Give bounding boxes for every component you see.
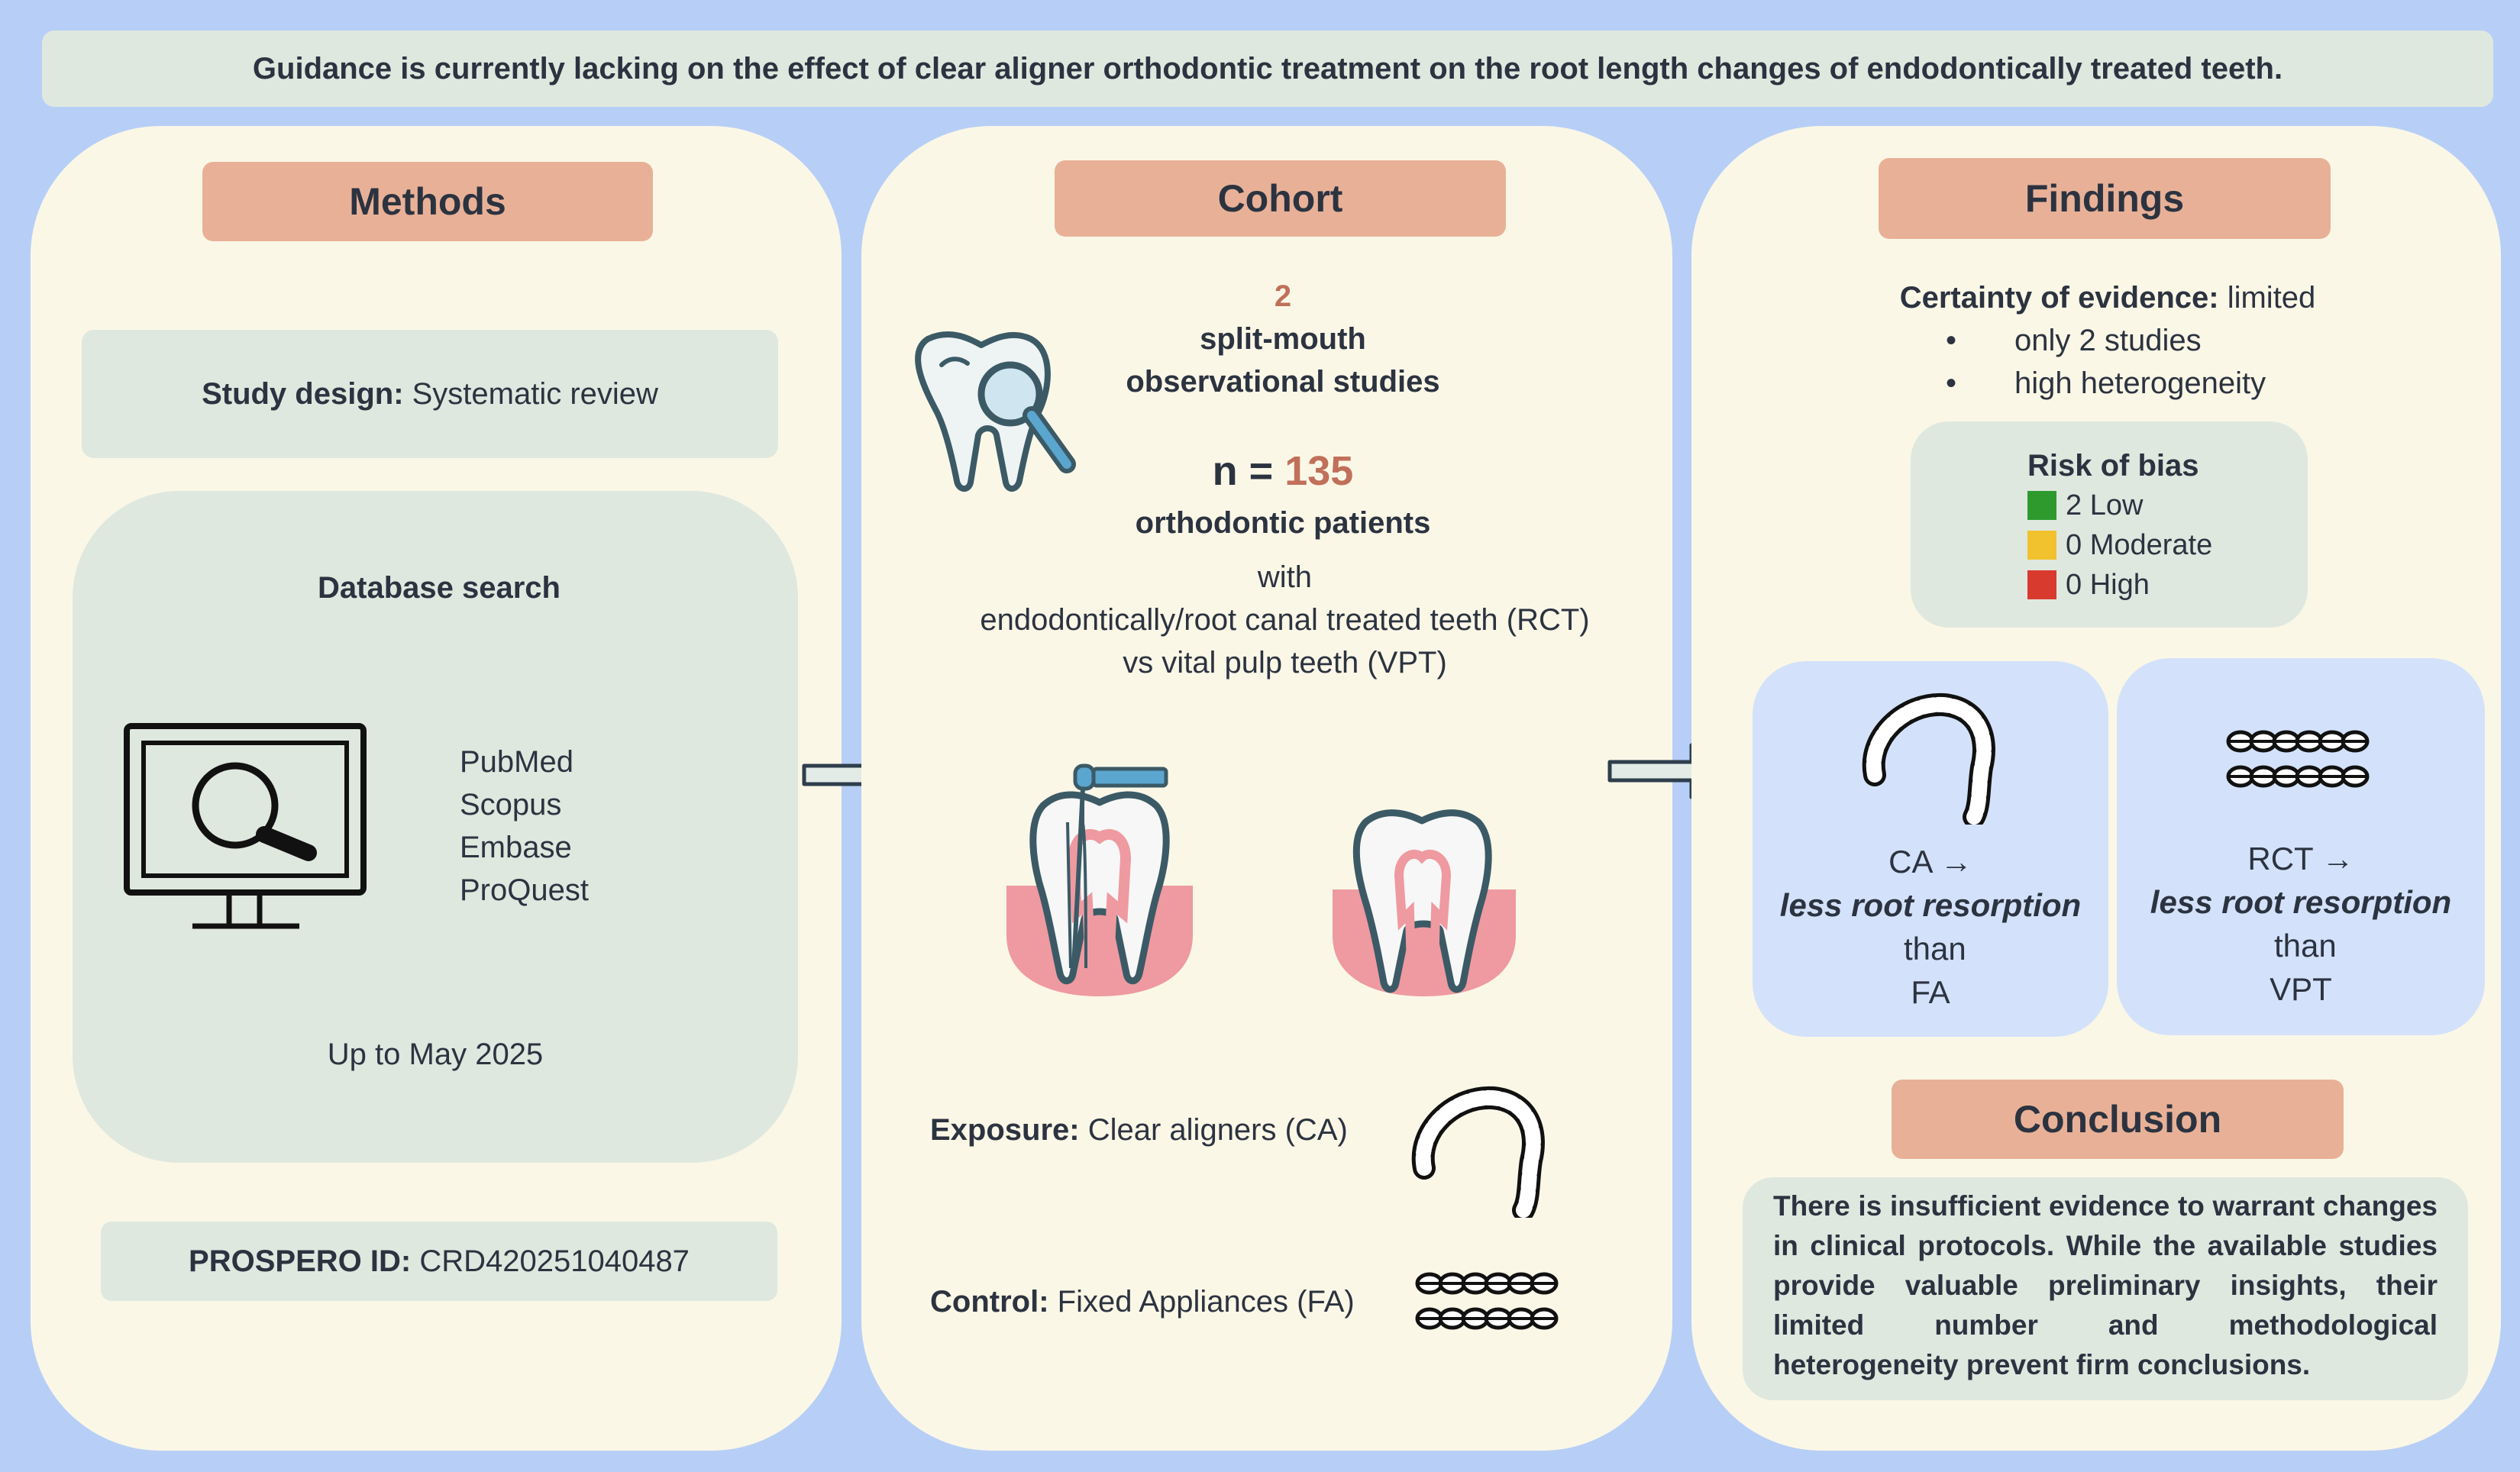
studies-summary: 2 split-mouth observational studies <box>1054 275 1512 403</box>
certainty-line: Certainty of evidence: limited <box>1840 276 2375 319</box>
rct-than: than <box>2265 928 2337 964</box>
conclusion-header: Conclusion <box>1892 1080 2344 1159</box>
green-square-icon <box>2027 491 2056 520</box>
rct-label: endodontically/root canal treated teeth … <box>980 603 1590 637</box>
fixed-braces-icon <box>1415 1272 1559 1330</box>
database-list: PubMed Scopus Embase ProQuest <box>460 741 589 912</box>
clear-aligner-icon <box>1411 1086 1545 1218</box>
patients-label: orthodontic patients <box>1135 506 1431 540</box>
root-canal-tooth-icon <box>1006 763 1193 996</box>
database-item: ProQuest <box>460 873 589 907</box>
yellow-square-icon <box>2027 531 2056 560</box>
rob-moderate: 0 Moderate <box>2027 525 2212 565</box>
red-square-icon <box>2027 570 2056 599</box>
rct-finding-bold: less root resorption <box>2150 884 2452 920</box>
findings-header: Findings <box>1879 158 2331 239</box>
exposure-line: Exposure: Clear aligners (CA) <box>930 1109 1348 1151</box>
ca-than: than <box>1895 931 1966 967</box>
control-line: Control: Fixed Appliances (FA) <box>930 1280 1355 1323</box>
risk-of-bias-legend: 2 Low 0 Moderate 0 High <box>2027 486 2212 605</box>
ca-finding-box <box>1753 661 2108 1037</box>
studies-line-1: split-mouth <box>1200 322 1366 356</box>
certainty-label: Certainty of evidence: <box>1899 281 2219 315</box>
computer-search-icon <box>124 723 367 929</box>
studies-line-2: observational studies <box>1126 365 1440 399</box>
vital-tooth-icon <box>1333 809 1516 996</box>
conclusion-text: There is insufficient evidence to warran… <box>1773 1190 2438 1380</box>
certainty-value: limited <box>2218 281 2316 315</box>
prospero-value: CRD420251040487 <box>411 1244 690 1278</box>
risk-of-bias-box <box>1911 421 2308 628</box>
ca-finding-bold: less root resorption <box>1779 887 2082 923</box>
database-item: PubMed <box>460 745 573 779</box>
rct-finding-box <box>2117 658 2485 1035</box>
ca-arrow-label: CA → <box>1888 844 1972 880</box>
exposure-label: Exposure: <box>930 1113 1080 1147</box>
tooth-magnifier-icon <box>915 331 1076 492</box>
rct-arrow-label: RCT → <box>2247 841 2354 876</box>
rob-low: 2 Low <box>2027 486 2212 525</box>
clear-aligner-icon <box>1862 692 1995 825</box>
fixed-braces-icon <box>2226 730 2370 788</box>
studies-count: 2 <box>1274 279 1292 313</box>
sample-size-prefix: n = <box>1212 448 1285 494</box>
bullet-item: •only 2 studies <box>1946 324 2202 357</box>
ca-finding-text: CA → less root resorption than FA <box>1753 840 2108 1014</box>
rct-finding-text: RCT → less root resorption than VPT <box>2117 837 2485 1011</box>
sample-size: n = 135 <box>1054 444 1512 498</box>
risk-of-bias-title: Risk of bias <box>2027 449 2199 483</box>
control-label: Control: <box>930 1285 1049 1319</box>
database-item: Embase <box>460 831 572 864</box>
prospero-box: PROSPERO ID: CRD420251040487 <box>101 1222 777 1301</box>
conclusion-box <box>1743 1177 2468 1400</box>
database-search-title: Database search <box>318 571 561 605</box>
prospero-label: PROSPERO ID: <box>189 1244 412 1278</box>
database-search-box <box>73 491 798 1163</box>
exposure-value: Clear aligners (CA) <box>1079 1113 1348 1147</box>
with-label: with <box>1257 560 1313 594</box>
methods-header: Methods <box>202 162 653 241</box>
rob-high: 0 High <box>2027 565 2212 605</box>
bullet-item: •high heterogeneity <box>1946 366 2266 400</box>
ca-ref: FA <box>1911 974 1950 1010</box>
vpt-label: vs vital pulp teeth (VPT) <box>1123 646 1447 680</box>
database-item: Scopus <box>460 788 562 822</box>
control-value: Fixed Appliances (FA) <box>1048 1285 1355 1319</box>
study-design-label: Study design: <box>202 376 404 411</box>
cohort-header: Cohort <box>1055 160 1506 237</box>
search-date-range: Up to May 2025 <box>327 1038 544 1071</box>
certainty-bullets: •only 2 studies •high heterogeneity <box>1946 319 2266 405</box>
rct-ref: VPT <box>2270 971 2332 1007</box>
comparison-text: with endodontically/root canal treated t… <box>878 556 1691 684</box>
key-question-banner: Guidance is currently lacking on the eff… <box>42 31 2493 107</box>
study-design-box: Study design: Systematic review <box>82 330 778 458</box>
sample-size-value: 135 <box>1284 448 1354 494</box>
study-design-value: Systematic review <box>403 376 658 411</box>
